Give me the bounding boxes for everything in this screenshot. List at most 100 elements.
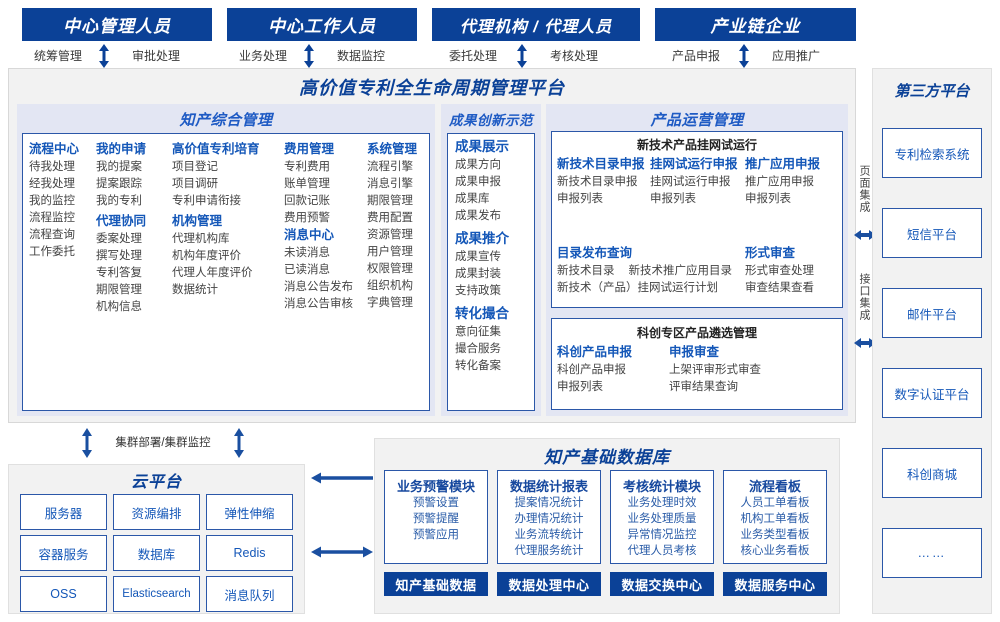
third-party-item-3[interactable]: 数字认证平台 bbox=[882, 368, 982, 418]
ip-col1-head-0[interactable]: 我的申请 bbox=[96, 142, 147, 156]
achievement-item[interactable]: 成果库 bbox=[455, 193, 490, 205]
third-party-item-5[interactable]: …… bbox=[882, 528, 982, 578]
third-party-item-4[interactable]: 科创商城 bbox=[882, 448, 982, 498]
db-col-item[interactable]: 业务处理质量 bbox=[627, 513, 697, 525]
po-item[interactable]: 推广应用申报 bbox=[745, 176, 814, 188]
third-party-item-1[interactable]: 短信平台 bbox=[882, 208, 982, 258]
role-header-1[interactable]: 中心工作人员 bbox=[227, 8, 417, 41]
po-item[interactable]: 科创产品申报 bbox=[557, 364, 626, 376]
ip-col2-item[interactable]: 机构年度评价 bbox=[172, 250, 241, 262]
db-col-item[interactable]: 核心业务看板 bbox=[740, 545, 810, 557]
db-col-item[interactable]: 预警设置 bbox=[413, 497, 459, 509]
ip-col3-item[interactable]: 费用预警 bbox=[284, 212, 330, 224]
role-header-0[interactable]: 中心管理人员 bbox=[22, 8, 212, 41]
po-head[interactable]: 推广应用申报 bbox=[745, 157, 821, 171]
cloud-cell-8[interactable]: 消息队列 bbox=[206, 576, 293, 612]
db-col-item[interactable]: 机构工单看板 bbox=[740, 513, 810, 525]
database-footer-0[interactable]: 知产基础数据 bbox=[384, 572, 488, 596]
ip-col2-item[interactable]: 专利申请衔接 bbox=[172, 195, 241, 207]
db-col-item[interactable]: 预警提醒 bbox=[413, 513, 459, 525]
ip-col1-item[interactable]: 撰写处理 bbox=[96, 250, 142, 262]
ip-col3-item[interactable]: 回款记账 bbox=[284, 195, 330, 207]
cloud-cell-5[interactable]: Redis bbox=[206, 535, 293, 571]
ip-col4-item[interactable]: 流程引擎 bbox=[367, 161, 413, 173]
role-header-2[interactable]: 代理机构 / 代理人员 bbox=[432, 8, 640, 41]
ip-col0-item[interactable]: 流程查询 bbox=[29, 229, 75, 241]
po-head[interactable]: 形式审查 bbox=[745, 246, 796, 260]
ip-col2-item[interactable]: 项目调研 bbox=[172, 178, 218, 190]
po-item[interactable]: 申报列表 bbox=[557, 193, 603, 205]
ip-col4-item[interactable]: 资源管理 bbox=[367, 229, 413, 241]
ip-col0-item[interactable]: 流程监控 bbox=[29, 212, 75, 224]
ip-col3-item[interactable]: 账单管理 bbox=[284, 178, 330, 190]
po-item[interactable]: 新技术目录申报 bbox=[557, 176, 638, 188]
database-footer-3[interactable]: 数据服务中心 bbox=[723, 572, 827, 596]
ip-col4-item[interactable]: 消息引擎 bbox=[367, 178, 413, 190]
ip-col4-item[interactable]: 组织机构 bbox=[367, 280, 413, 292]
achievement-item[interactable]: 成果封装 bbox=[455, 268, 501, 280]
db-col-item[interactable]: 业务类型看板 bbox=[740, 529, 810, 541]
third-party-item-2[interactable]: 邮件平台 bbox=[882, 288, 982, 338]
po-item[interactable]: 新技术推广应用目录 bbox=[628, 265, 733, 277]
cloud-cell-6[interactable]: OSS bbox=[20, 576, 107, 612]
po-item[interactable]: 形式审查处理 bbox=[745, 265, 814, 277]
achievement-head-2[interactable]: 转化撮合 bbox=[455, 306, 509, 321]
ip-col2-item[interactable]: 项目登记 bbox=[172, 161, 218, 173]
achievement-head-0[interactable]: 成果展示 bbox=[455, 139, 509, 154]
db-col-head[interactable]: 业务预警模块 bbox=[396, 479, 475, 494]
cloud-cell-3[interactable]: 容器服务 bbox=[20, 535, 107, 571]
po-item[interactable]: 审查结果查看 bbox=[745, 282, 814, 294]
db-col-item[interactable]: 办理情况统计 bbox=[514, 513, 584, 525]
po-head[interactable]: 目录发布查询 bbox=[557, 246, 633, 260]
cloud-cell-1[interactable]: 资源编排 bbox=[113, 494, 200, 530]
ip-col4-item[interactable]: 费用配置 bbox=[367, 212, 413, 224]
db-col-head[interactable]: 数据统计报表 bbox=[509, 479, 588, 494]
ip-col3-item[interactable]: 未读消息 bbox=[284, 247, 330, 259]
cloud-cell-4[interactable]: 数据库 bbox=[113, 535, 200, 571]
ip-col4-head-0[interactable]: 系统管理 bbox=[367, 142, 418, 156]
cloud-cell-0[interactable]: 服务器 bbox=[20, 494, 107, 530]
ip-col2-item[interactable]: 代理人年度评价 bbox=[172, 267, 253, 279]
ip-col0-head-0[interactable]: 流程中心 bbox=[29, 142, 80, 156]
ip-col4-item[interactable]: 权限管理 bbox=[367, 263, 413, 275]
po-item[interactable]: 申报列表 bbox=[745, 193, 791, 205]
cloud-cell-7[interactable]: Elasticsearch bbox=[113, 576, 200, 612]
achievement-head-1[interactable]: 成果推介 bbox=[455, 231, 509, 246]
ip-col4-item[interactable]: 用户管理 bbox=[367, 246, 413, 258]
po-item[interactable]: 新技术（产品）挂网试运行计划 bbox=[557, 282, 718, 294]
ip-col1-item[interactable]: 委案处理 bbox=[96, 233, 142, 245]
achievement-item[interactable]: 成果申报 bbox=[455, 176, 501, 188]
po-head[interactable]: 科创产品申报 bbox=[557, 345, 633, 359]
achievement-item[interactable]: 撮合服务 bbox=[455, 343, 501, 355]
achievement-item[interactable]: 意向征集 bbox=[455, 326, 501, 338]
po-head[interactable]: 挂网试运行申报 bbox=[650, 157, 738, 171]
ip-col2-head-1[interactable]: 机构管理 bbox=[172, 214, 223, 228]
po-item[interactable]: 上架评审形式审查 bbox=[669, 364, 761, 376]
ip-col3-item[interactable]: 消息公告审核 bbox=[284, 298, 353, 310]
database-footer-2[interactable]: 数据交换中心 bbox=[610, 572, 714, 596]
ip-col2-item[interactable]: 数据统计 bbox=[172, 284, 218, 296]
achievement-item[interactable]: 转化备案 bbox=[455, 360, 501, 372]
db-col-item[interactable]: 代理人员考核 bbox=[627, 545, 697, 557]
ip-col4-item[interactable]: 期限管理 bbox=[367, 195, 413, 207]
db-col-item[interactable]: 代理服务统计 bbox=[514, 545, 584, 557]
ip-col1-item[interactable]: 专利答复 bbox=[96, 267, 142, 279]
ip-col0-item[interactable]: 经我处理 bbox=[29, 178, 75, 190]
po-item[interactable]: 新技术目录 bbox=[557, 265, 615, 277]
db-col-item[interactable]: 人员工单看板 bbox=[740, 497, 810, 509]
db-col-head[interactable]: 流程看板 bbox=[748, 479, 801, 494]
db-col-item[interactable]: 预警应用 bbox=[413, 529, 459, 541]
ip-col3-head-0[interactable]: 费用管理 bbox=[284, 142, 335, 156]
ip-col3-item[interactable]: 已读消息 bbox=[284, 264, 330, 276]
role-header-3[interactable]: 产业链企业 bbox=[655, 8, 856, 41]
db-col-head[interactable]: 考核统计模块 bbox=[622, 479, 701, 494]
po-item[interactable]: 申报列表 bbox=[557, 381, 603, 393]
ip-col0-item[interactable]: 工作委托 bbox=[29, 246, 75, 258]
po-item[interactable]: 评审结果查询 bbox=[669, 381, 738, 393]
ip-col1-head-1[interactable]: 代理协同 bbox=[96, 214, 147, 228]
ip-col4-item[interactable]: 字典管理 bbox=[367, 297, 413, 309]
db-col-item[interactable]: 提案情况统计 bbox=[514, 497, 584, 509]
achievement-item[interactable]: 支持政策 bbox=[455, 285, 501, 297]
ip-col1-item[interactable]: 机构信息 bbox=[96, 301, 142, 313]
achievement-item[interactable]: 成果方向 bbox=[455, 159, 501, 171]
